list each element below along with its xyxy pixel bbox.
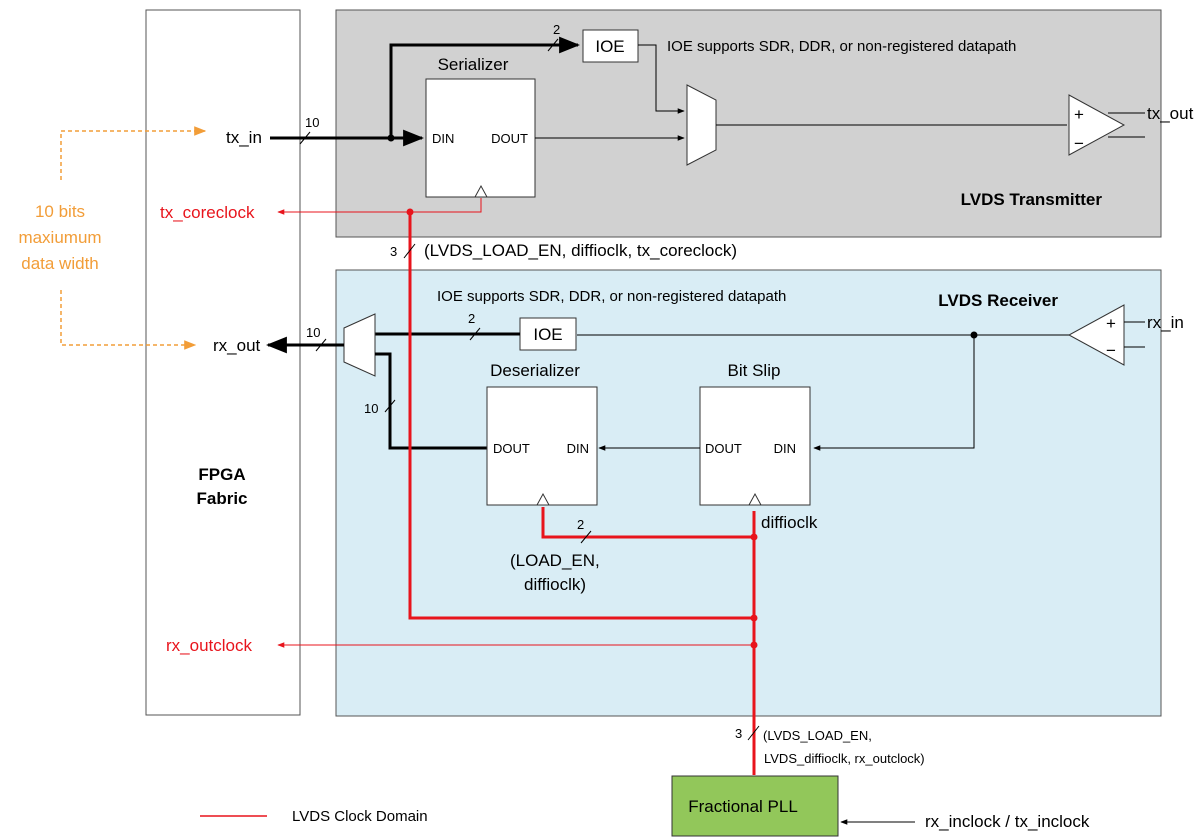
tx-buffer-minus: − [1074, 134, 1084, 153]
deser-clock-label-1: (LOAD_EN, [510, 551, 600, 570]
tx-buffer-plus: + [1074, 105, 1084, 124]
serializer-dout-port: DOUT [491, 131, 528, 146]
tx-clock-bus-label: (LVDS_LOAD_EN, diffioclk, tx_coreclock) [424, 241, 737, 260]
tx-in-bus-slash [299, 131, 311, 145]
fpga-fabric-label-line2: Fabric [196, 489, 247, 508]
tx-mux [686, 84, 717, 166]
width-note-arrow-top [60, 126, 207, 180]
bitslip-dout-port: DOUT [705, 441, 742, 456]
serializer-clock-wire [410, 198, 482, 213]
tx-ioe-block [582, 29, 639, 63]
deserializer-clock-wire [541, 507, 754, 539]
lvds-receiver-title: LVDS Receiver [938, 291, 1058, 310]
inclock-label: rx_inclock / tx_inclock [925, 812, 1090, 831]
rx-ioe-bus-slash [469, 327, 481, 341]
fpga-fabric-block [145, 9, 301, 716]
rx-in-label: rx_in [1147, 313, 1184, 332]
tx-clock-bus-wire [408, 212, 754, 620]
deserializer-clock-pin [536, 492, 550, 506]
serializer-clock-pin [474, 184, 488, 198]
rx-ioe-bus-width: 2 [468, 311, 475, 326]
serializer-block [425, 78, 536, 198]
rx-out-bus-width: 10 [306, 325, 320, 340]
rx-to-bitslip-wire [813, 335, 975, 451]
fractional-pll-block [671, 775, 839, 837]
pll-bus-slash [747, 725, 760, 741]
tx-output-buffer [1068, 94, 1126, 156]
width-note-line2: maxiumum [18, 228, 101, 247]
rx-buffer-minus: − [1106, 341, 1116, 360]
bitslip-clock-pin [748, 492, 762, 506]
deser-clock-label-2: diffioclk) [524, 575, 586, 594]
bitslip-block [699, 386, 811, 506]
pll-bus-label-2: LVDS_diffioclk, rx_outclock) [764, 751, 925, 766]
pll-bus-width: 3 [735, 726, 742, 741]
tx-clock-junction-pll [750, 614, 758, 622]
ioe-to-mux-wire [638, 44, 685, 114]
rx-ioe-block [519, 317, 577, 351]
rx-out-bus-slash [315, 338, 327, 352]
fpga-fabric-label-line1: FPGA [198, 465, 245, 484]
tx-in-bus-width: 10 [305, 115, 319, 130]
tx-in-label: tx_in [226, 128, 262, 147]
rx-outclock-junction [750, 641, 758, 649]
fractional-pll-label: Fractional PLL [688, 797, 798, 816]
bitslip-din-port: DIN [774, 441, 796, 456]
deser-clock-junction [750, 533, 758, 541]
tx-clock-bus-slash [403, 243, 416, 259]
diffioclk-label: diffioclk [761, 513, 818, 532]
rx-buffer-plus: + [1106, 314, 1116, 333]
lvds-transmitter-title: LVDS Transmitter [961, 190, 1103, 209]
bitslip-title: Bit Slip [728, 361, 781, 380]
deserializer-title: Deserializer [490, 361, 580, 380]
tx-ioe-label: IOE [595, 37, 624, 56]
deserializer-din-port: DIN [567, 441, 589, 456]
deser-bus-width: 10 [364, 401, 378, 416]
width-note-line1: 10 bits [35, 202, 85, 221]
rx-ioe-note: IOE supports SDR, DDR, or non-registered… [437, 288, 786, 305]
pll-bus-label-1: (LVDS_LOAD_EN, [763, 728, 872, 743]
tx-ioe-bus-wire [389, 36, 581, 138]
deser-clock-bus-width: 2 [577, 517, 584, 532]
tx-coreclock-label: tx_coreclock [160, 203, 255, 222]
serializer-title: Serializer [438, 55, 509, 74]
legend-clock-label: LVDS Clock Domain [292, 808, 428, 825]
tx-out-label: tx_out [1147, 104, 1194, 123]
rx-out-label: rx_out [213, 336, 261, 355]
tx-ioe-bus-width: 2 [553, 22, 560, 37]
serializer-din-port: DIN [432, 131, 454, 146]
tx-ioe-note: IOE supports SDR, DDR, or non-registered… [667, 38, 1016, 55]
rx-input-buffer [1067, 304, 1125, 366]
deser-bus-slash [384, 399, 396, 413]
rx-ioe-label: IOE [533, 325, 562, 344]
deserializer-block [486, 386, 598, 506]
deser-clock-bus-slash [580, 530, 592, 544]
tx-clock-bus-width: 3 [390, 244, 397, 259]
rx-outclock-label: rx_outclock [166, 636, 252, 655]
tx-ioe-bus-slash [547, 38, 559, 52]
deserializer-dout-port: DOUT [493, 441, 530, 456]
deserializer-to-mux-wire [375, 352, 487, 450]
width-note-line3: data width [21, 254, 99, 273]
